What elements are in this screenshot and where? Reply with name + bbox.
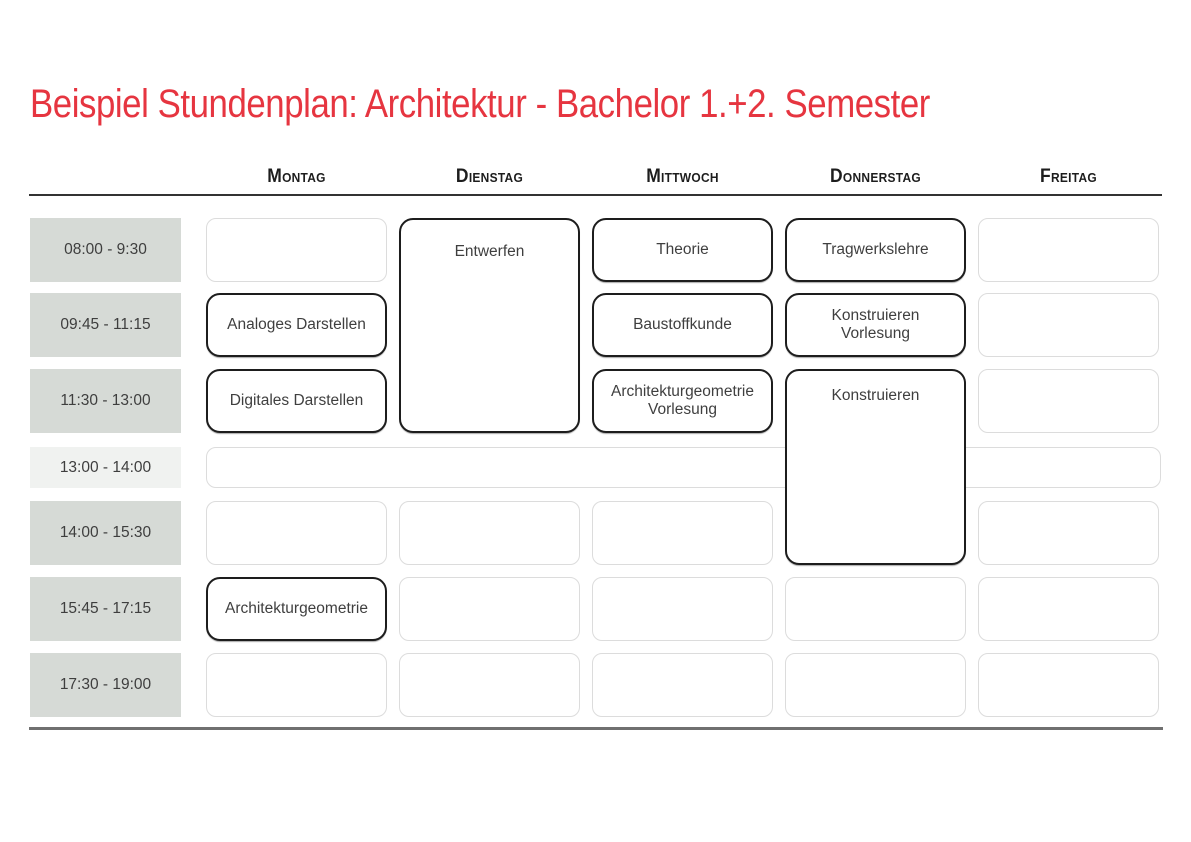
empty-cell-freitag-1545	[978, 577, 1159, 641]
event-konstruieren-vorlesung: Konstruieren Vorlesung	[785, 293, 966, 357]
time-slot-0800: 08:00 - 9:30	[30, 218, 181, 282]
empty-cell-donnerstag-1545	[785, 577, 966, 641]
empty-cell-mittwoch-1730	[592, 653, 773, 717]
page-title: Beispiel Stundenplan: Architektur - Bach…	[30, 82, 930, 126]
empty-cell-freitag-1730	[978, 653, 1159, 717]
event-label-line2: Vorlesung	[841, 325, 910, 342]
day-header-mittwoch: Mittwoch	[646, 166, 719, 187]
event-tragwerkslehre: Tragwerkslehre	[785, 218, 966, 282]
empty-cell-freitag-0945	[978, 293, 1159, 357]
event-label-line2: Vorlesung	[648, 401, 717, 418]
event-label: Tragwerkslehre	[822, 241, 929, 258]
empty-cell-montag-0800	[206, 218, 387, 282]
day-header-dienstag: Dienstag	[455, 166, 524, 187]
header-divider-line	[29, 194, 1162, 196]
event-architekturgeometrie-vorlesung: Architekturgeometrie Vorlesung	[592, 369, 773, 433]
lunch-break-row-box	[206, 447, 1161, 488]
day-header-montag: Montag	[267, 166, 326, 187]
empty-cell-freitag-1130	[978, 369, 1159, 433]
day-header-freitag: Freitag	[1040, 166, 1097, 187]
event-architekturgeometrie: Architekturgeometrie	[206, 577, 387, 641]
footer-divider-line	[29, 727, 1163, 730]
time-slot-1130: 11:30 - 13:00	[30, 369, 181, 433]
time-slot-1730: 17:30 - 19:00	[30, 653, 181, 717]
event-konstruieren: Konstruieren	[785, 369, 966, 565]
time-slot-1545: 15:45 - 17:15	[30, 577, 181, 641]
event-label: Architekturgeometrie	[224, 600, 368, 617]
empty-cell-montag-1730	[206, 653, 387, 717]
event-label: Digitales Darstellen	[229, 392, 364, 409]
empty-cell-dienstag-1545	[399, 577, 580, 641]
day-header-donnerstag: Donnerstag	[830, 166, 921, 187]
event-theorie: Theorie	[592, 218, 773, 282]
event-analoges-darstellen: Analoges Darstellen	[206, 293, 387, 357]
empty-cell-mittwoch-1545	[592, 577, 773, 641]
event-baustoffkunde: Baustoffkunde	[592, 293, 773, 357]
empty-cell-freitag-0800	[978, 218, 1159, 282]
event-label: Konstruieren	[831, 387, 920, 404]
event-label-line1: Architekturgeometrie	[610, 383, 754, 400]
empty-cell-mittwoch-1400	[592, 501, 773, 565]
time-slot-0945: 09:45 - 11:15	[30, 293, 181, 357]
time-slot-1300-lunch: 13:00 - 14:00	[30, 447, 181, 488]
empty-cell-dienstag-1730	[399, 653, 580, 717]
empty-cell-donnerstag-1730	[785, 653, 966, 717]
event-digitales-darstellen: Digitales Darstellen	[206, 369, 387, 433]
event-label: Analoges Darstellen	[227, 316, 366, 333]
event-label: Baustoffkunde	[633, 316, 732, 333]
event-entwerfen: Entwerfen	[399, 218, 580, 433]
event-label: Entwerfen	[454, 243, 525, 260]
event-label: Theorie	[656, 241, 709, 258]
event-label-line1: Konstruieren	[831, 307, 920, 324]
empty-cell-freitag-1400	[978, 501, 1159, 565]
empty-cell-dienstag-1400	[399, 501, 580, 565]
empty-cell-montag-1400	[206, 501, 387, 565]
time-slot-1400: 14:00 - 15:30	[30, 501, 181, 565]
